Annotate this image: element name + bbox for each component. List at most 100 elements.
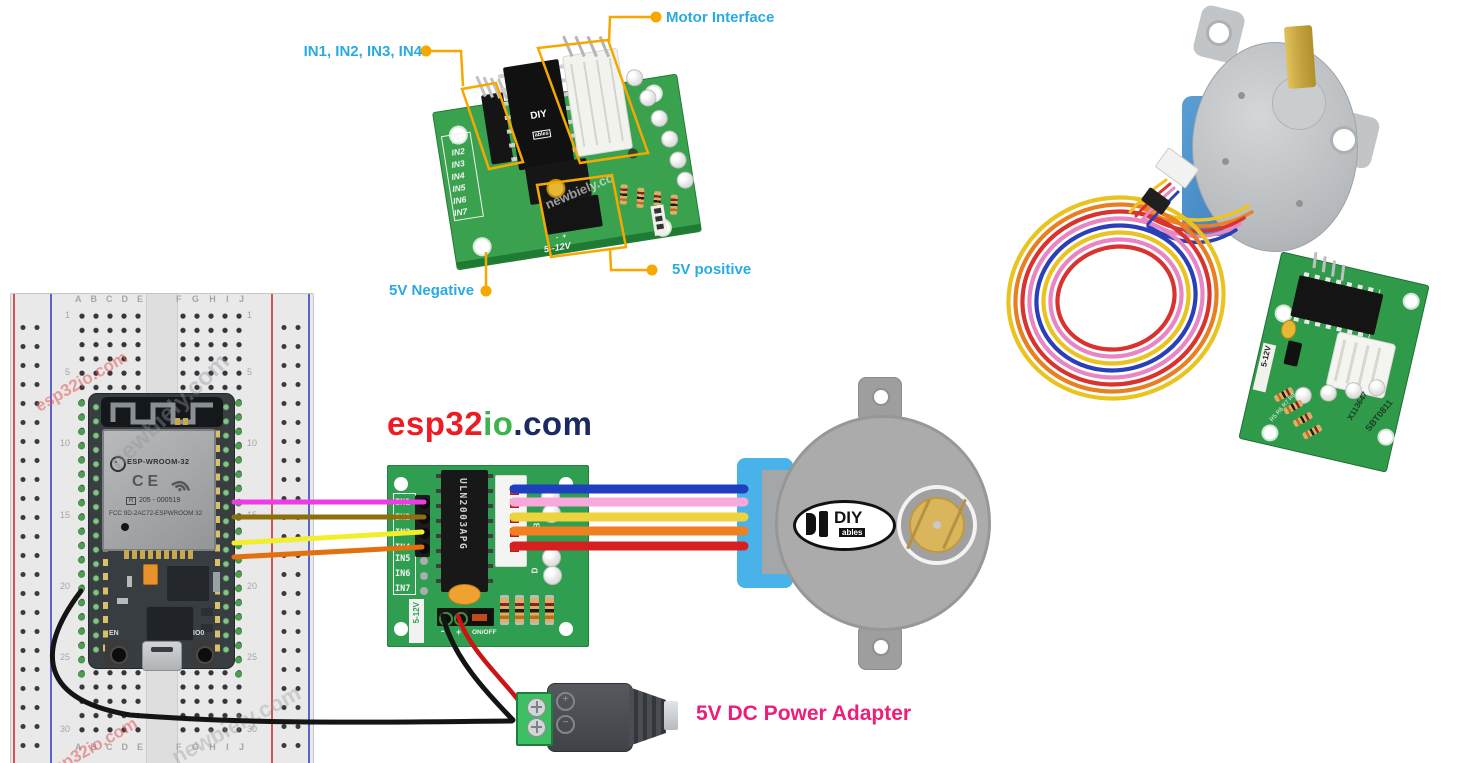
- ic-legs: [488, 474, 493, 590]
- esp32-rf-shield: ESP-WROOM-32 CE R 205 - 000519 FCC 9D-2A…: [102, 429, 216, 551]
- callout-line-motor-interface: [607, 15, 652, 43]
- ic-legs: [436, 474, 441, 590]
- resistor: [515, 595, 524, 625]
- coil-loop: [1055, 244, 1177, 352]
- esp32-pin-pads-right: [221, 400, 231, 658]
- breadboard-green-holes-right: [234, 396, 243, 684]
- en-button-cap: [110, 646, 128, 664]
- screw-terminal: [516, 692, 553, 746]
- resistor: [545, 595, 554, 625]
- column-letter: F: [176, 742, 182, 752]
- column-letter: G: [191, 294, 199, 304]
- mounting-hole: [394, 622, 408, 636]
- column-letter: A: [75, 742, 82, 752]
- row-number: 20: [59, 581, 70, 591]
- diyables-logo: DIY ables: [793, 500, 896, 551]
- diyables-icon-bar: [819, 511, 828, 537]
- site-logo: esp32io.com: [387, 405, 592, 443]
- jack-plus-symbol: +: [556, 692, 575, 711]
- logo-part-io: io: [483, 405, 514, 442]
- row-number: 10: [247, 438, 258, 448]
- fcc-id: FCC 9D-2AC72-ESPWROOM 32: [109, 510, 203, 517]
- shaft-gold: [906, 497, 967, 553]
- logo-part-com: .com: [513, 405, 593, 442]
- motor-screw: [1296, 200, 1303, 207]
- boot-button-cap: [196, 646, 214, 664]
- coil-loop: [1027, 216, 1205, 380]
- motor-screw: [1222, 158, 1229, 165]
- dc-jack-body: + −: [547, 683, 633, 752]
- onoff-label: ON/OFF: [472, 629, 497, 636]
- coil-loop: [1034, 223, 1198, 373]
- breadboard-rail-line-blue-left: [50, 294, 52, 763]
- signal-wire-in4: [231, 544, 425, 560]
- breadboard-rail-line-red-right: [271, 294, 273, 763]
- serial-number: 205 - 000519: [139, 497, 181, 504]
- header-pin-hole: [419, 543, 430, 554]
- diyables-text-main: DIY: [834, 508, 863, 527]
- coil-loop: [1041, 230, 1191, 366]
- column-letter: E: [136, 294, 143, 304]
- wifi-logo-icon: [110, 456, 126, 472]
- input-pin-header: [415, 495, 430, 557]
- breadboard-green-holes-left: [77, 396, 86, 684]
- resistor: [530, 595, 539, 625]
- row-number: 5: [64, 367, 70, 377]
- regulator-chip: [167, 566, 209, 601]
- column-letter: D: [121, 294, 128, 304]
- pin-label: IN7: [395, 584, 411, 594]
- led: [543, 566, 562, 585]
- main-soc-chip: [146, 606, 194, 641]
- column-letter: C: [105, 742, 113, 752]
- esp32-devkit-board: ESP-WROOM-32 CE R 205 - 000519 FCC 9D-2A…: [88, 393, 235, 671]
- capacitor: [143, 564, 158, 585]
- callout-label-input-pins: IN1, IN2, IN3, IN4: [303, 43, 422, 60]
- coil-loops: [1006, 195, 1226, 401]
- motor-mount-hole: [872, 638, 890, 656]
- stepper-motor-illustration: DIY ables: [700, 360, 1030, 690]
- logo-part-esp32: esp32: [387, 405, 484, 442]
- module-name: ESP-WROOM-32: [127, 457, 190, 466]
- shaft-center-dot: [933, 521, 941, 529]
- column-letter: J: [238, 742, 244, 752]
- column-letter: F: [176, 294, 182, 304]
- row-number: 25: [59, 652, 70, 662]
- column-letter: B: [90, 742, 97, 752]
- column-letter: B: [90, 294, 97, 304]
- motor-mount-hole: [872, 388, 890, 406]
- column-letter: J: [238, 294, 244, 304]
- power-wire-red: [455, 613, 524, 707]
- jumper-inner: [472, 614, 487, 621]
- antenna-meander-icon: [110, 402, 213, 425]
- callout-label-motor-interface: Motor Interface: [666, 9, 775, 26]
- coil-loop: [1048, 237, 1184, 359]
- coil-loop: [1006, 195, 1226, 401]
- mounting-hole: [559, 622, 573, 636]
- row-number: 1: [247, 310, 253, 320]
- column-letter: D: [121, 742, 128, 752]
- callout-label-negative: 5V Negative: [389, 282, 475, 299]
- callout-dot: [480, 285, 492, 297]
- ce-mark: CE: [132, 473, 163, 490]
- row-number: 30: [247, 724, 258, 734]
- callout-dot: [650, 11, 662, 23]
- column-letter: A: [75, 294, 82, 304]
- row-number: 20: [247, 581, 258, 591]
- terminal-screw-negative: [527, 718, 546, 737]
- column-letter: H: [209, 294, 216, 304]
- callout-label-positive: 5V positive: [672, 261, 752, 278]
- mounting-hole: [394, 477, 408, 491]
- row-number: 25: [247, 652, 258, 662]
- small-component: [201, 608, 213, 616]
- gold-pad: [183, 418, 188, 425]
- bundle-strand: [1146, 224, 1238, 244]
- signal-wire-in3: [231, 529, 425, 546]
- gold-pad: [175, 418, 180, 425]
- wifi-logo-dot: [115, 461, 117, 463]
- terminal-screw-positive: [527, 698, 546, 717]
